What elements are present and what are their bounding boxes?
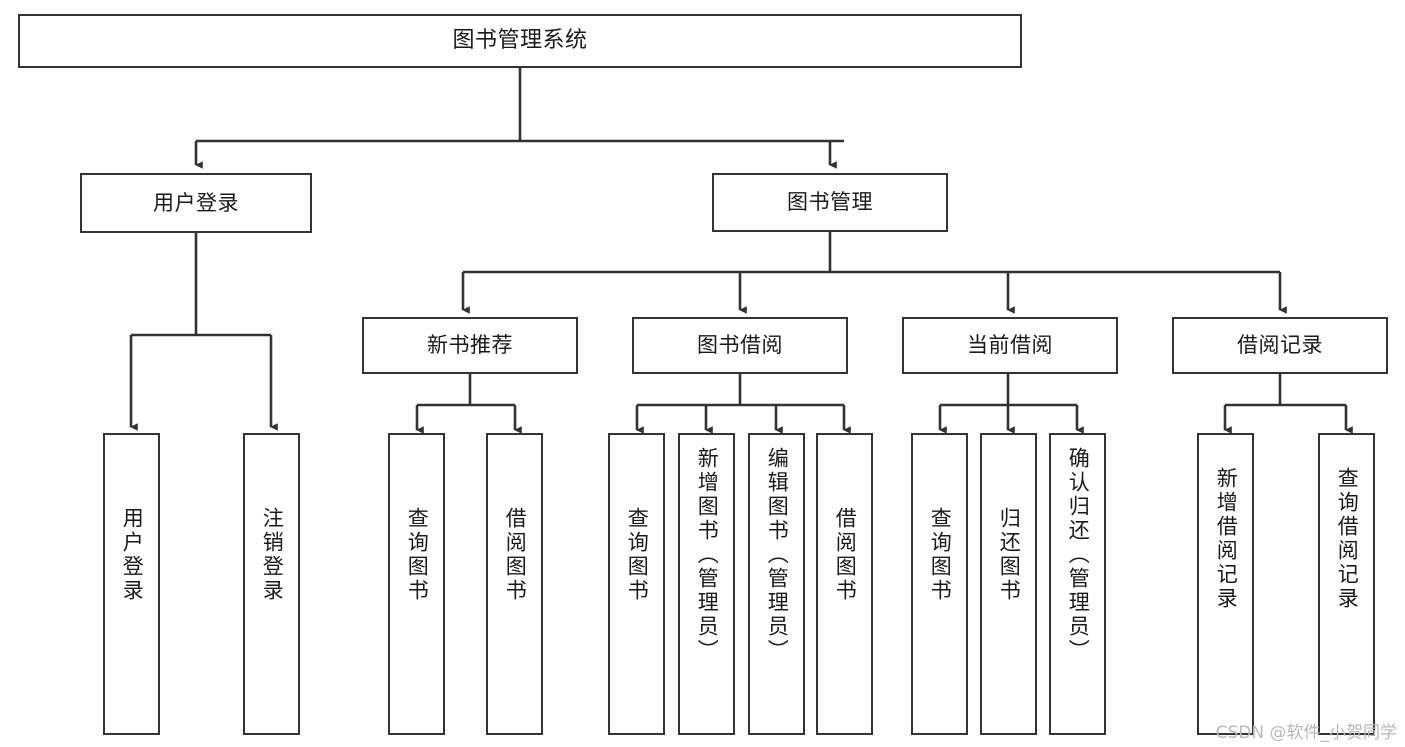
leaf-borrow-book[interactable]: 借阅图书	[816, 433, 873, 735]
leaf-confirm-return-admin[interactable]: 确认归还（管理员）	[1049, 433, 1106, 735]
node-root-book-management-system[interactable]: 图书管理系统	[18, 14, 1022, 68]
node-label: 查询借阅记录	[1335, 467, 1360, 611]
node-label: 新书推荐	[427, 333, 513, 358]
node-label: 用户登录	[120, 507, 145, 603]
leaf-query-book-current[interactable]: 查询图书	[911, 433, 968, 735]
leaf-query-borrow-record[interactable]: 查询借阅记录	[1318, 433, 1375, 735]
node-label: 借阅图书	[503, 507, 528, 603]
node-label: 查询图书	[625, 507, 650, 603]
node-label: 当前借阅	[967, 333, 1053, 358]
leaf-query-book-recommendation[interactable]: 查询图书	[388, 433, 445, 735]
leaf-user-login[interactable]: 用户登录	[103, 433, 160, 735]
node-label: 新增借阅记录	[1214, 467, 1239, 611]
leaf-borrow-book-recommendation[interactable]: 借阅图书	[486, 433, 543, 735]
node-label: 借阅记录	[1237, 333, 1323, 358]
node-label: 编辑图书（管理员）	[765, 447, 790, 663]
node-book-borrowing[interactable]: 图书借阅	[632, 317, 848, 374]
node-label: 图书管理	[787, 190, 873, 215]
node-label: 图书借阅	[697, 333, 783, 358]
leaf-edit-book-admin[interactable]: 编辑图书（管理员）	[748, 433, 805, 735]
node-label: 新增图书（管理员）	[695, 447, 720, 663]
node-new-book-recommendation[interactable]: 新书推荐	[362, 317, 578, 374]
leaf-return-book[interactable]: 归还图书	[980, 433, 1037, 735]
node-book-management[interactable]: 图书管理	[712, 173, 948, 232]
node-label: 用户登录	[153, 190, 239, 215]
node-user-login[interactable]: 用户登录	[80, 173, 312, 233]
node-label: 归还图书	[997, 507, 1022, 603]
node-current-borrowing[interactable]: 当前借阅	[902, 317, 1118, 374]
node-borrowing-record[interactable]: 借阅记录	[1172, 317, 1388, 374]
node-label: 查询图书	[928, 507, 953, 603]
leaf-add-book-admin[interactable]: 新增图书（管理员）	[678, 433, 735, 735]
leaf-add-borrow-record[interactable]: 新增借阅记录	[1197, 433, 1254, 735]
node-label: 图书管理系统	[452, 28, 588, 54]
csdn-watermark: CSDN @软件_小贺同学	[1215, 723, 1397, 743]
node-label: 借阅图书	[833, 507, 858, 603]
leaf-query-book-borrowing[interactable]: 查询图书	[608, 433, 665, 735]
node-label: 查询图书	[405, 507, 430, 603]
leaf-logout[interactable]: 注销登录	[243, 433, 300, 735]
node-label: 确认归还（管理员）	[1066, 447, 1091, 663]
node-label: 注销登录	[260, 507, 285, 603]
